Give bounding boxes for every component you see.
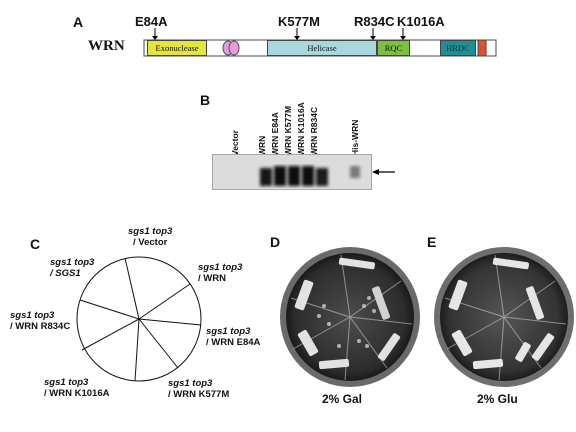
plate-galactose-label: 2% Gal (322, 392, 363, 406)
nls-box (477, 39, 487, 57)
sector-label-wrn-r834c: sgs1 top3/ WRN R834C (10, 310, 71, 332)
lane-label-wrn: WRN (257, 135, 267, 156)
sector-label-sgs1: sgs1 top3/ SGS1 (50, 257, 95, 279)
sector-label-wrn-k577m: sgs1 top3/ WRN K577M (168, 378, 230, 400)
band-wrn-e84a (274, 166, 286, 186)
mutation-arrow-e84a (152, 28, 158, 40)
panel-e-letter: E (427, 234, 437, 250)
plate-glucose (434, 247, 574, 387)
sector-label-wrn: sgs1 top3/ WRN (198, 262, 243, 284)
panel-d-letter: D (270, 234, 281, 250)
panel-a-letter: A (73, 14, 84, 30)
mutation-k577m: K577M (278, 14, 320, 29)
band-wrn-k1016a (302, 166, 314, 186)
lane-label-his-wrn: His-WRN (350, 119, 360, 156)
mutation-k1016a: K1016A (397, 14, 445, 29)
mutation-e84a: E84A (135, 14, 168, 29)
mutation-arrow-r834c (370, 28, 376, 40)
protein-name: WRN (88, 38, 125, 54)
hrdc-domain: HRDC (440, 40, 476, 56)
rqc-domain: RQC (377, 40, 410, 56)
helicase-domain: Helicase (267, 40, 377, 56)
lane-label-wrn-r834c: WRN R834C (309, 106, 319, 156)
western-blot (212, 154, 372, 190)
band-wrn-k577m (288, 166, 300, 186)
mutation-arrow-k1016a (400, 28, 406, 40)
lane-label-wrn-e84a: WRN E84A (270, 112, 280, 156)
plate-glucose-label: 2% Glu (477, 392, 518, 406)
sector-label-vector: sgs1 top3/ Vector (128, 226, 173, 248)
band-wrn (260, 168, 272, 186)
panel-b-letter: B (200, 92, 211, 108)
acidic-repeat-2 (228, 40, 240, 56)
panel-c-letter: C (30, 236, 41, 252)
exonuclease-domain: Exonuclease (147, 40, 207, 56)
sector-label-wrn-e84a: sgs1 top3/ WRN E84A (206, 326, 261, 348)
lane-label-wrn-k1016a: WRN K1016A (296, 102, 306, 156)
band-wrn-r834c (316, 168, 328, 186)
streak-plate-map (76, 256, 202, 382)
mutation-r834c: R834C (354, 14, 395, 29)
lane-label-vector: Vector (230, 130, 240, 156)
plate-galactose (280, 247, 420, 387)
mutation-arrow-k577m (294, 28, 300, 40)
band-his-wrn (350, 166, 360, 178)
band-arrow-icon (372, 169, 395, 175)
sector-label-wrn-k1016a: sgs1 top3/ WRN K1016A (44, 377, 110, 399)
lane-label-wrn-k577m: WRN K577M (283, 105, 293, 156)
